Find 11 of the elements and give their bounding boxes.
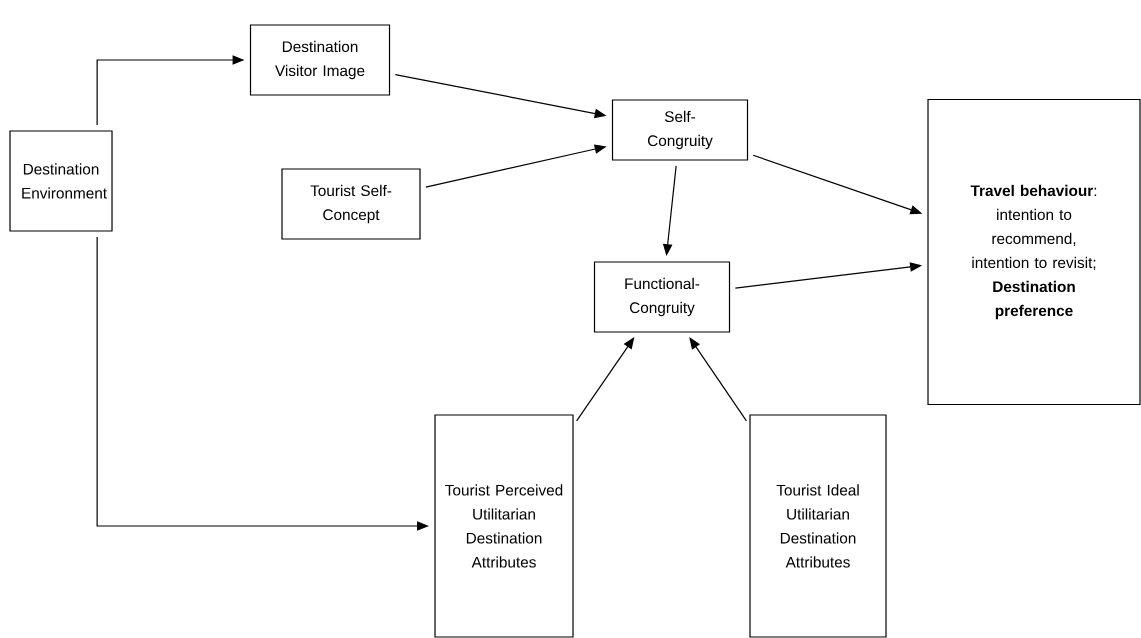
process-box: Self-Congruity [611, 99, 749, 161]
arrow [96, 236, 429, 531]
process-box: Tourist Perceived Utilitarian Destination Attributes [434, 414, 574, 638]
process-box: Tourist Self-Concept [281, 168, 421, 240]
process-box: Travel behaviour: intention to recommend, intention to revisit; Destination preference [927, 98, 1141, 406]
arrow [689, 337, 747, 422]
process-box: Destination Visitor Image [249, 24, 391, 96]
process-box: Tourist Ideal Utilitarian Destination Attributes [749, 414, 887, 638]
process-box: Destination Environment [9, 130, 113, 232]
arrow [576, 337, 635, 422]
process-box: Functional-Congruity [593, 261, 731, 333]
